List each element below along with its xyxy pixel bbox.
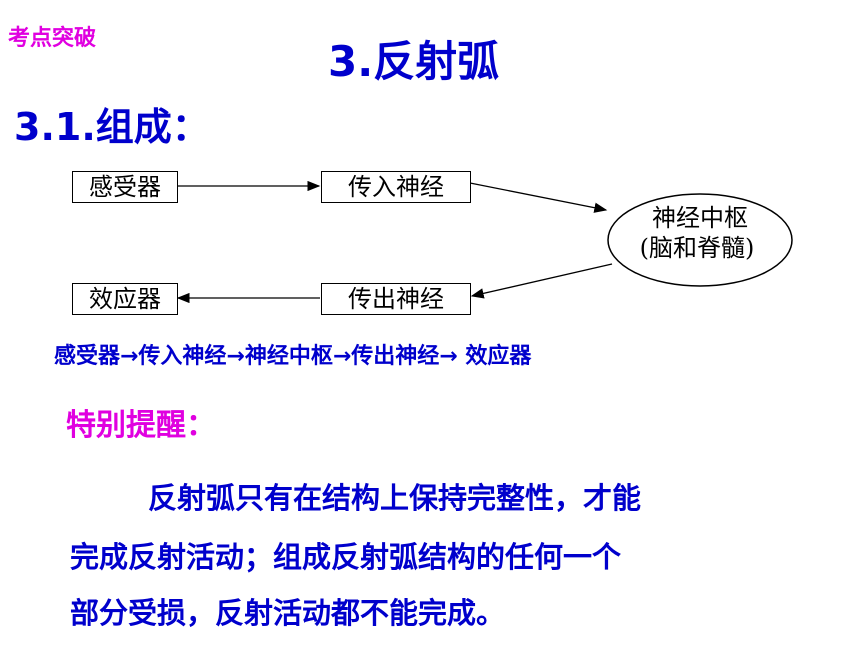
reminder-heading: 特别提醒：	[66, 408, 216, 443]
afferent-nerve-box: 传入神经	[321, 171, 471, 203]
nerve-center-line2: (脑和脊髓)	[639, 234, 755, 262]
receptor-box: 感受器	[72, 171, 178, 203]
nerve-center-line1: 神经中枢	[652, 204, 748, 232]
arrow-afferent-to-center	[469, 182, 608, 213]
reminder-line-2: 完成反射活动；组成反射弧结构的任何一个	[70, 540, 622, 574]
reflex-arc-diagram	[176, 180, 793, 304]
page-title: 3.反射弧	[328, 37, 500, 86]
center-ellipse	[607, 193, 793, 287]
effector-box: 效应器	[72, 283, 178, 315]
efferent-nerve-box: 传出神经	[321, 283, 471, 315]
section-heading: 3.1.组成：	[14, 105, 210, 149]
reminder-line-3: 部分受损，反射活动都不能完成。	[70, 596, 506, 630]
section-tag: 考点突破	[8, 26, 97, 51]
arrow-center-to-efferent	[470, 263, 613, 299]
nerve-center-label: 神经中枢 (脑和脊髓)	[608, 194, 792, 286]
pathway-summary: 感受器→传入神经→神经中枢→传出神经→ 效应器	[54, 344, 532, 369]
reminder-line-1: 反射弧只有在结构上保持完整性，才能	[148, 481, 642, 515]
